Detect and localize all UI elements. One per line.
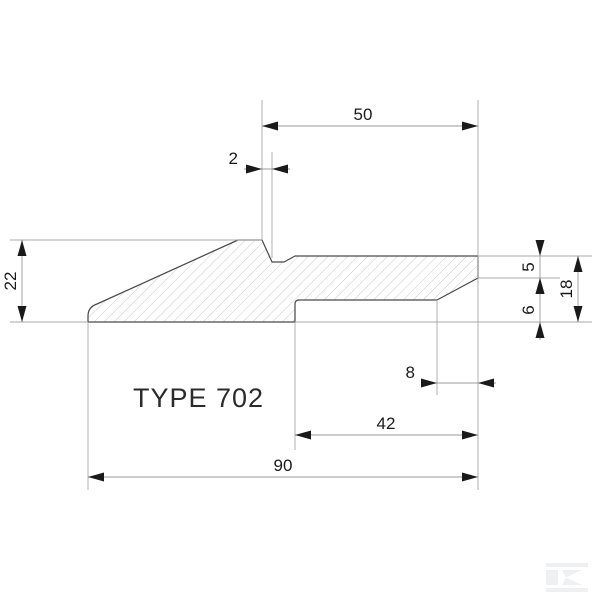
logo-bar-bottom [546,588,588,592]
logo-chevron-lower [562,577,582,585]
k-logo-watermark [546,563,588,592]
arrowhead-42-right [462,430,478,440]
logo-bar-top [546,563,588,567]
dim-label-42: 42 [377,414,396,433]
dimension-50: 50 [262,105,478,131]
logo-stem [546,570,558,585]
dimension-42: 42 [295,414,478,440]
dim-label-22: 22 [1,272,20,291]
dimension-22: 22 [1,240,27,322]
arrowhead-6-bottom [535,322,545,338]
dimension-8: 8 [406,363,496,388]
arrowhead-50-right [462,121,478,131]
arrowhead-6-top [535,278,545,294]
dim-label-50: 50 [354,105,373,124]
arrowhead-2-left [246,164,262,174]
dimension-2: 2 [229,149,290,174]
arrowhead-22-top [17,240,27,256]
arrowhead-90-left [88,472,104,482]
dimension-18: 18 [557,256,583,322]
arrowhead-90-right [462,472,478,482]
arrowhead-2-right [272,164,288,174]
arrowhead-42-left [295,430,311,440]
dim-label-2: 2 [229,149,238,168]
arrowhead-18-bottom [573,306,583,322]
extension-lines [10,100,592,490]
arrowhead-50-left [262,121,278,131]
section-hatching [88,240,478,322]
dimension-90: 90 [88,456,478,482]
dim-label-5: 5 [519,262,538,271]
arrowhead-8-left [421,378,437,388]
arrowhead-5-top [535,240,545,256]
logo-chevron-upper [562,570,582,578]
page-title: TYPE 702 [133,383,264,413]
arrowhead-22-bottom [17,306,27,322]
dim-label-8: 8 [406,363,415,382]
dim-label-6: 6 [519,305,538,314]
dim-label-90: 90 [274,456,293,475]
dim-label-18: 18 [557,280,576,299]
profile-outline [87,239,479,323]
dimension-6: 6 [519,278,545,340]
arrowhead-8-right [478,378,494,388]
arrowhead-18-top [573,256,583,272]
profile-body [87,239,479,323]
